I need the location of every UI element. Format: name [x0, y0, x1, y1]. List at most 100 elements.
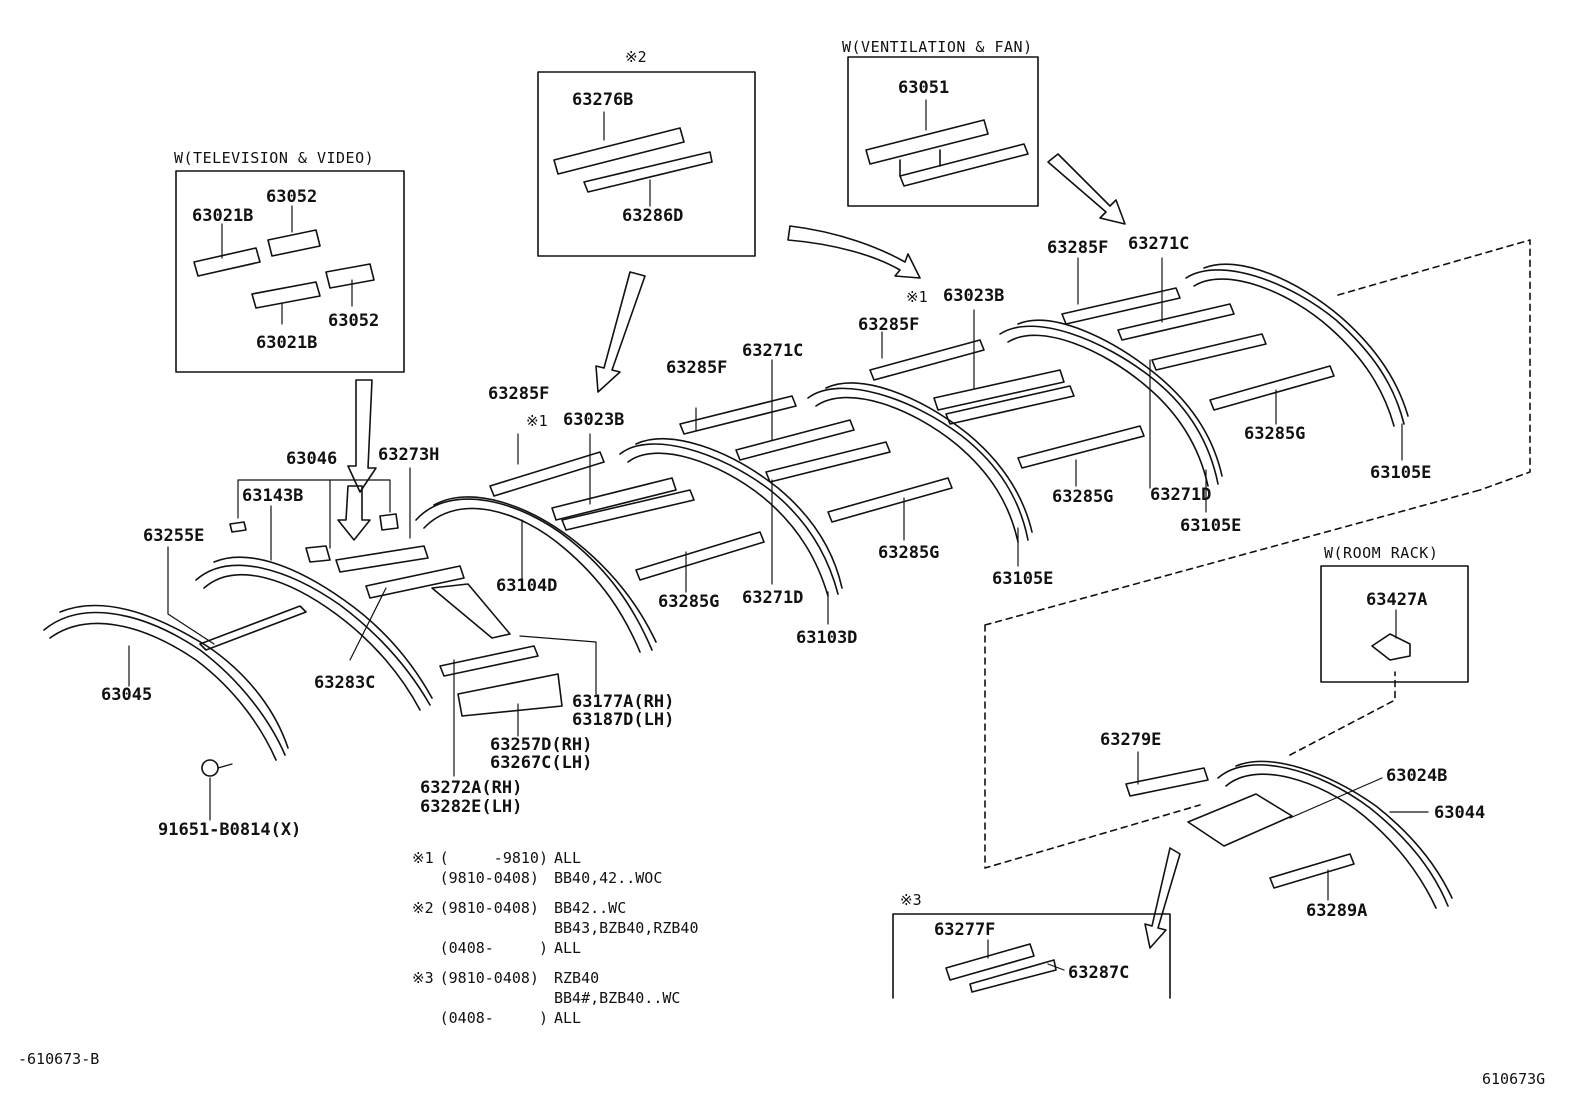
note-mark: ※1	[526, 412, 548, 430]
tv-video-box-title: W(TELEVISION & VIDEO)	[174, 149, 375, 167]
bow-63143B	[195, 556, 433, 711]
part-label: 63277F	[934, 920, 996, 940]
note-models: BB40,42..WOC	[553, 869, 663, 887]
part-label: 63271C	[742, 341, 804, 361]
part-label: 63285F	[858, 315, 920, 335]
part-label: 63285G	[1052, 487, 1114, 507]
note3-box-title: ※3	[900, 891, 922, 909]
note-row: BB43,BZB40,RZB40	[412, 918, 704, 938]
part-label: 63051	[898, 78, 950, 98]
part-label: 63024B	[1386, 766, 1448, 786]
note-range: (9810-0408)	[439, 869, 539, 887]
part-label: 63187D(LH)	[572, 710, 675, 730]
note-mark	[412, 918, 440, 938]
note-row: BB4#,BZB40..WC	[412, 988, 704, 1008]
ventilation-box	[847, 56, 1039, 207]
note-mark: ※1	[906, 288, 928, 306]
bow-63105E-2	[999, 319, 1223, 487]
bow-63105E-3	[1185, 263, 1409, 427]
note-mark	[412, 1008, 440, 1028]
note-models: BB43,BZB40,RZB40	[553, 919, 699, 937]
part-label: 63285F	[488, 384, 550, 404]
part-label: 63427A	[1366, 590, 1428, 610]
part-label: 63105E	[1180, 516, 1242, 536]
part-label: 63285G	[878, 543, 940, 563]
note-models: BB4#,BZB40..WC	[553, 989, 681, 1007]
part-label: 63285G	[1244, 424, 1306, 444]
note-row: ※3 (9810-0408) RZB40	[412, 958, 704, 988]
note-models: BB42..WC	[553, 899, 627, 917]
part-label: 63143B	[242, 486, 304, 506]
note-row: (9810-0408) BB40,42..WOC	[412, 868, 704, 888]
part-label: 63105E	[1370, 463, 1432, 483]
part-label: 63287C	[1068, 963, 1130, 983]
bow-63103D	[619, 437, 843, 597]
note-models: ALL	[553, 849, 582, 867]
leader-lines	[128, 99, 1429, 971]
arrow-tv	[347, 379, 377, 493]
note-mark: ※3	[412, 969, 434, 987]
part-label: 91651-B0814(X)	[158, 820, 302, 840]
arrow-ventilation	[1047, 153, 1126, 225]
part-label: 63285F	[666, 358, 728, 378]
part-label: 63052	[266, 187, 318, 207]
note-models: ALL	[553, 1009, 582, 1027]
part-label: 63045	[101, 685, 153, 705]
part-label: 63272A(RH)	[420, 778, 523, 798]
note-mark: ※2	[412, 899, 434, 917]
diagram-code-right: 610673G	[1482, 1070, 1546, 1088]
part-label: 63282E(LH)	[420, 797, 523, 817]
note-row: ※1 ( -9810) ALL	[412, 848, 704, 868]
note-mark	[412, 868, 440, 888]
note-row: ※2 (9810-0408) BB42..WC	[412, 888, 704, 918]
part-label: 63021B	[192, 206, 254, 226]
part-label: 63285F	[1047, 238, 1109, 258]
part-label: 63271C	[1128, 234, 1190, 254]
part-label: 63286D	[622, 206, 684, 226]
part-label: 63044	[1434, 803, 1486, 823]
part-label: 63177A(RH)	[572, 692, 675, 712]
part-label: 63276B	[572, 90, 634, 110]
note-mark: ※1	[412, 849, 434, 867]
part-label: 63271D	[1150, 485, 1212, 505]
dashed-region-upper	[1337, 239, 1531, 491]
part-label: 63271D	[742, 588, 804, 608]
part-label: 63023B	[943, 286, 1005, 306]
arrow-note3	[1144, 847, 1181, 949]
note-range: (0408- )	[439, 939, 548, 957]
note-range: ( -9810)	[439, 849, 548, 867]
part-label: 63267C(LH)	[490, 753, 593, 773]
part-label: 63105E	[992, 569, 1054, 589]
bow-63105E-1	[807, 382, 1033, 543]
note-mark	[412, 938, 440, 958]
note-models: RZB40	[553, 969, 600, 987]
note-row: (0408- ) ALL	[412, 938, 704, 958]
bars	[193, 119, 1411, 993]
ventilation-box-title: W(VENTILATION & FAN)	[842, 38, 1033, 56]
part-label: 63285G	[658, 592, 720, 612]
dashed-region-lower	[984, 489, 1481, 869]
part-label: 63023B	[563, 410, 625, 430]
diagram-code-left: -610673-B	[18, 1050, 100, 1068]
note-models: ALL	[553, 939, 582, 957]
arrow-note2	[595, 271, 646, 393]
note3-box	[892, 913, 1171, 999]
bow-63045	[43, 604, 289, 761]
part-label: 63021B	[256, 333, 318, 353]
note-row: (0408- ) ALL	[412, 1008, 704, 1028]
note2-box-title: ※2	[625, 48, 647, 66]
note2-box	[537, 71, 756, 257]
part-label: 63257D(RH)	[490, 735, 593, 755]
tv-video-box	[175, 170, 405, 373]
part-label: 63046	[286, 449, 338, 469]
applicability-notes: ※1 ( -9810) ALL (9810-0408) BB40,42..WOC…	[412, 848, 704, 1028]
part-label: 63279E	[1100, 730, 1162, 750]
part-label: 63103D	[796, 628, 858, 648]
part-label: 63289A	[1306, 901, 1368, 921]
note-range: (0408- )	[439, 1009, 548, 1027]
note-range	[440, 988, 554, 1008]
part-label: 63283C	[314, 673, 376, 693]
note-range: (9810-0408)	[439, 899, 539, 917]
arrow-mid	[787, 225, 921, 279]
